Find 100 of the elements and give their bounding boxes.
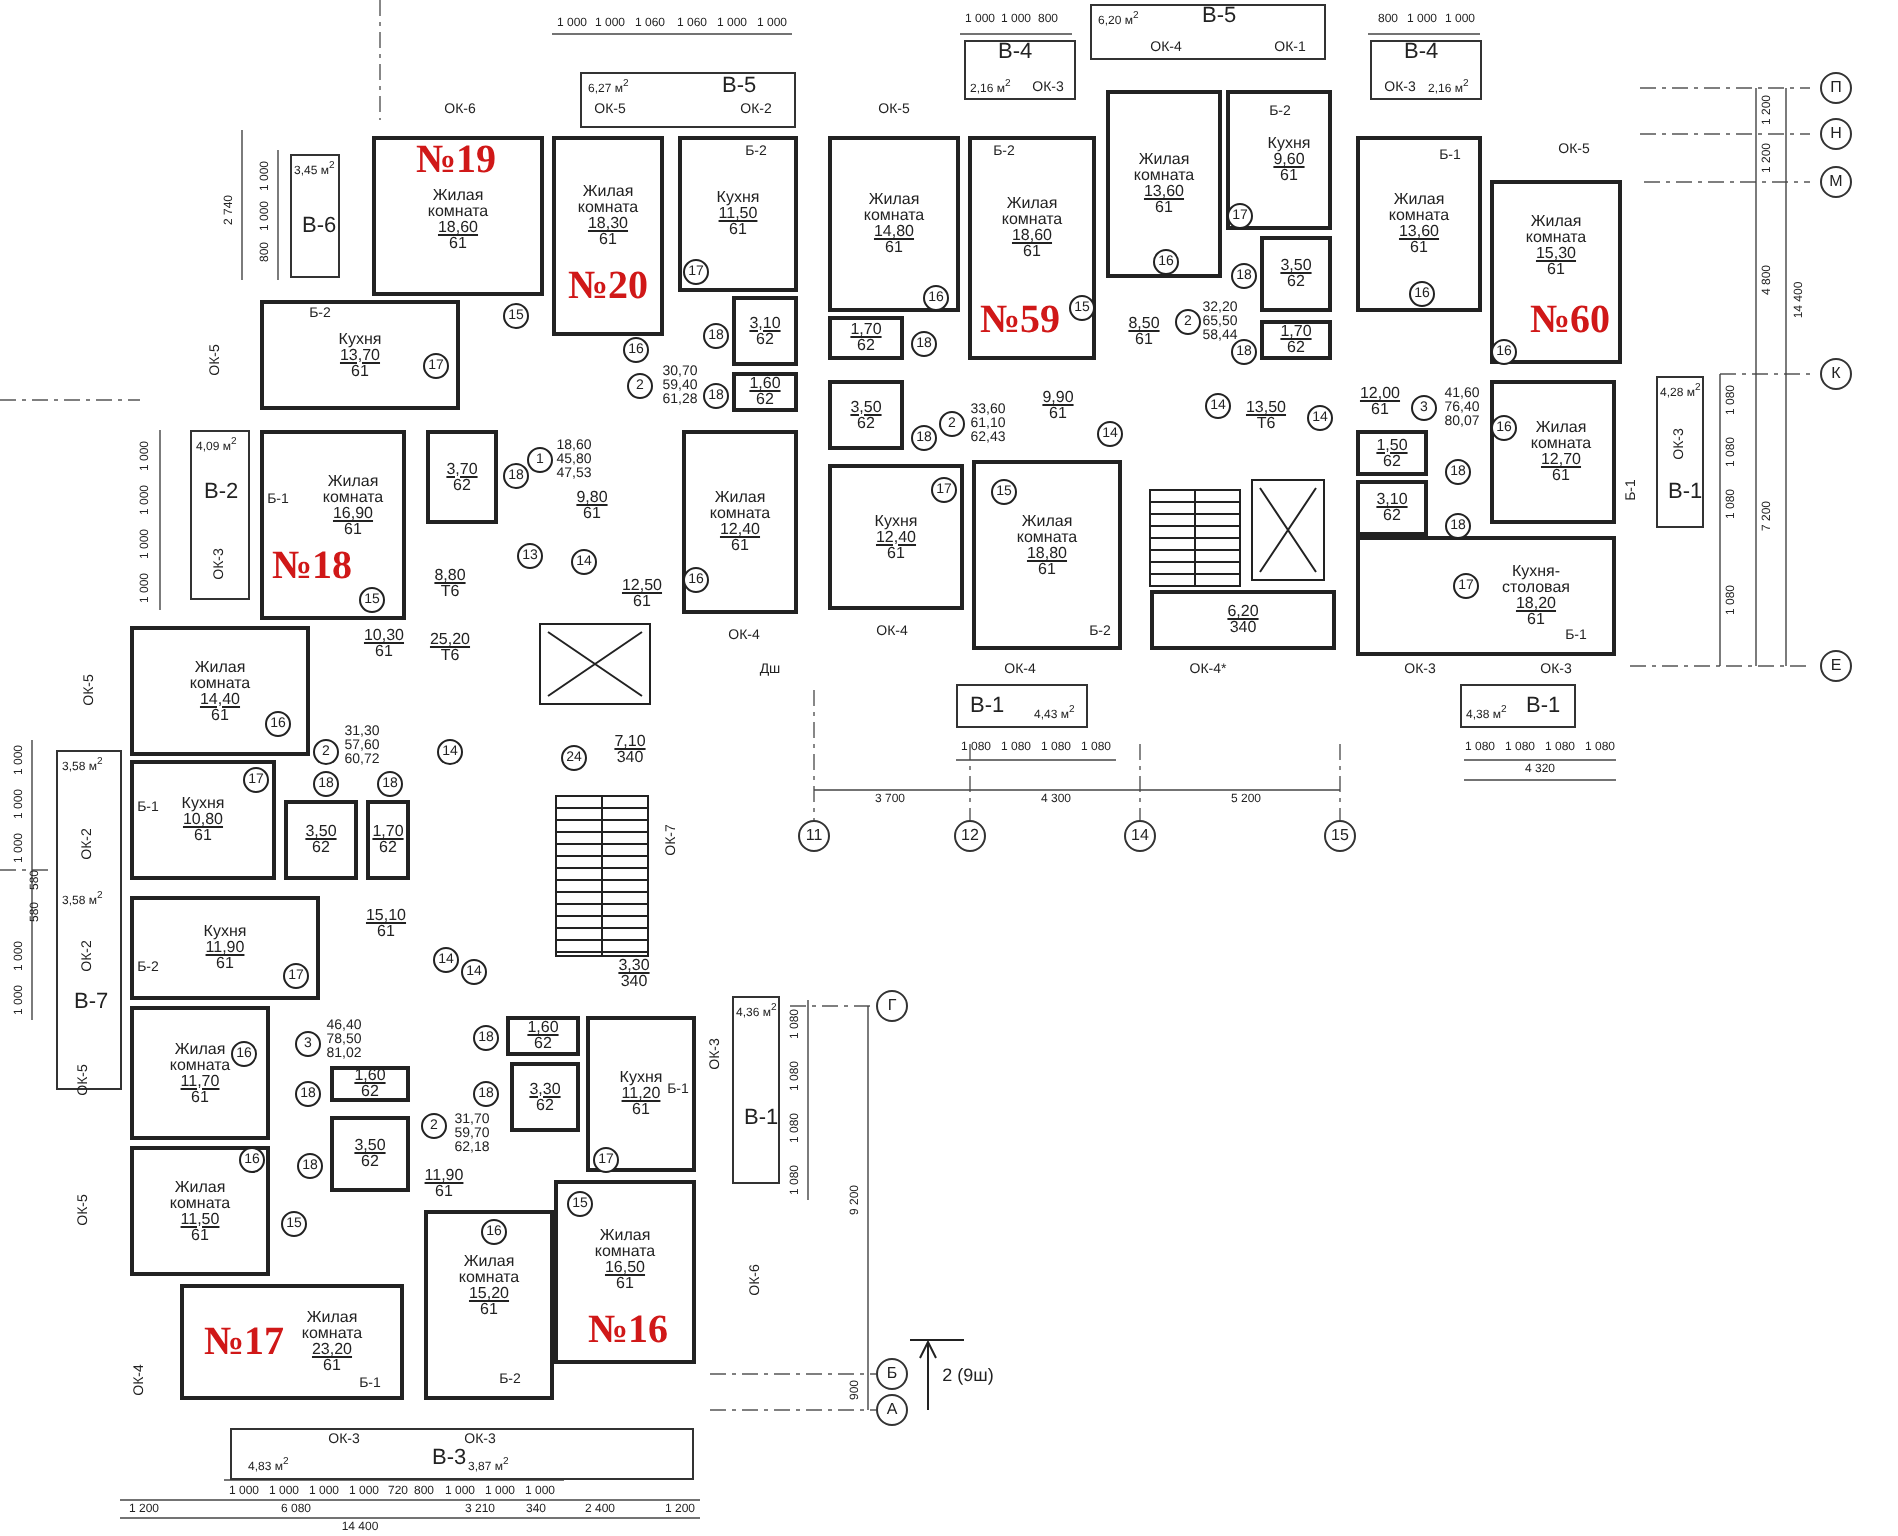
- room: [130, 896, 320, 1000]
- room: [732, 296, 798, 366]
- balcony-mark: В-1: [1526, 696, 1561, 718]
- room-code: 61: [1049, 406, 1067, 422]
- room-name: Кухня: [1267, 136, 1311, 152]
- room: [366, 800, 410, 880]
- area-value: 12,40: [719, 522, 761, 538]
- area-value: 3,50: [305, 824, 337, 840]
- area-value: 3,50: [1280, 258, 1312, 274]
- area-value: 11,70: [180, 1073, 220, 1089]
- room-code: 61: [375, 644, 393, 660]
- balcony-mark: В-1: [970, 696, 1005, 718]
- area-value: 18,80: [1026, 546, 1068, 562]
- area-value: 15,30: [1535, 246, 1577, 262]
- room-code: 61: [729, 222, 747, 238]
- area-value: 11,90: [205, 940, 245, 956]
- room-code: 62: [1287, 340, 1305, 356]
- room: [1260, 236, 1332, 312]
- room-code: 61: [194, 828, 212, 844]
- room: [130, 760, 276, 880]
- room-code: 62: [536, 1097, 554, 1113]
- area-value: 10,30: [363, 628, 405, 644]
- room-name: Кухня: [716, 190, 760, 206]
- room: [372, 136, 544, 296]
- room: [1356, 480, 1428, 536]
- balcony-mark: В-2: [204, 482, 239, 504]
- area-value: 9,60: [1273, 152, 1305, 168]
- room: [130, 1146, 270, 1276]
- room: [330, 1066, 410, 1102]
- area-value: 3,10: [1376, 492, 1408, 508]
- room-name: Жилая комната: [299, 1310, 365, 1342]
- room-code: 62: [361, 1154, 379, 1170]
- axis-marker: К: [1820, 358, 1852, 390]
- room-name: Жилая комната: [1523, 214, 1589, 246]
- room-code: 62: [1287, 274, 1305, 290]
- room-name: Кухня: [203, 924, 247, 940]
- balcony: [1370, 40, 1482, 100]
- balcony-mark: В-5: [1202, 6, 1237, 28]
- room-name: Кухня-столовая: [1500, 564, 1572, 596]
- room: [130, 1006, 270, 1140]
- room: [1356, 136, 1482, 312]
- apartment-number: №17: [203, 1322, 285, 1362]
- area-value: 13,60: [1143, 184, 1185, 200]
- room-code: 61: [377, 924, 395, 940]
- room-code: 62: [857, 415, 875, 431]
- area-value: 8,50: [1128, 316, 1160, 332]
- room: [424, 1210, 554, 1400]
- area-value: 15,20: [468, 1286, 510, 1302]
- area-value: 1,70: [1280, 324, 1312, 340]
- room: [586, 1016, 696, 1172]
- balcony-mark: В-5: [722, 76, 757, 98]
- room-code: 61: [731, 538, 749, 554]
- area-value: 12,70: [1540, 452, 1582, 468]
- room: [1150, 590, 1336, 650]
- room-name: Жилая комната: [167, 1179, 233, 1211]
- room-name: Жилая комната: [1014, 514, 1080, 546]
- room: [1106, 90, 1222, 278]
- room: [968, 136, 1096, 360]
- room-code: 61: [1410, 240, 1428, 256]
- room-name: Жилая комната: [187, 659, 253, 691]
- apartment-number: №60: [1529, 300, 1611, 340]
- area-value: 18,20: [1515, 596, 1557, 612]
- room-code: 62: [534, 1036, 552, 1052]
- area-value: 9,90: [1042, 390, 1074, 406]
- axis-marker: М: [1820, 166, 1852, 198]
- balcony: [964, 40, 1076, 100]
- room-code: Т6: [440, 584, 460, 600]
- area-value: 18,60: [1011, 228, 1053, 244]
- room-name: Жилая комната: [575, 184, 641, 216]
- room-code: 61: [887, 545, 905, 561]
- area-value: 9,80: [576, 490, 608, 506]
- room-code: 62: [453, 477, 471, 493]
- axis-marker: Н: [1820, 118, 1852, 150]
- room-code: Т6: [440, 648, 460, 664]
- room-code: 61: [449, 236, 467, 252]
- room: [554, 1180, 696, 1364]
- room-code: 62: [756, 331, 774, 347]
- room-name: Жилая комната: [1386, 192, 1452, 224]
- room: [828, 316, 904, 360]
- balcony: [956, 684, 1088, 728]
- room: [260, 430, 406, 620]
- balcony-mark: В-3: [432, 1448, 467, 1470]
- room: [510, 1062, 580, 1132]
- room-code: 62: [857, 338, 875, 354]
- area-value: 13,50: [1245, 400, 1287, 416]
- room-code: 62: [1383, 508, 1401, 524]
- balcony-mark: В-4: [998, 42, 1033, 64]
- room-code: 61: [616, 1276, 634, 1292]
- area-value: 1,60: [527, 1020, 559, 1036]
- room: [284, 800, 358, 880]
- axis-marker: 11: [798, 820, 830, 852]
- balcony: [1656, 376, 1704, 528]
- room-name: Жилая комната: [320, 474, 386, 506]
- axis-marker: Г: [876, 990, 908, 1022]
- room-code: 61: [435, 1184, 453, 1200]
- room-code: 61: [1280, 168, 1298, 184]
- apartment-number: №16: [587, 1310, 669, 1350]
- room-code: 61: [1552, 468, 1570, 484]
- section-mark-label: 2 (9ш): [942, 1367, 994, 1385]
- area-value: 10,80: [182, 812, 224, 828]
